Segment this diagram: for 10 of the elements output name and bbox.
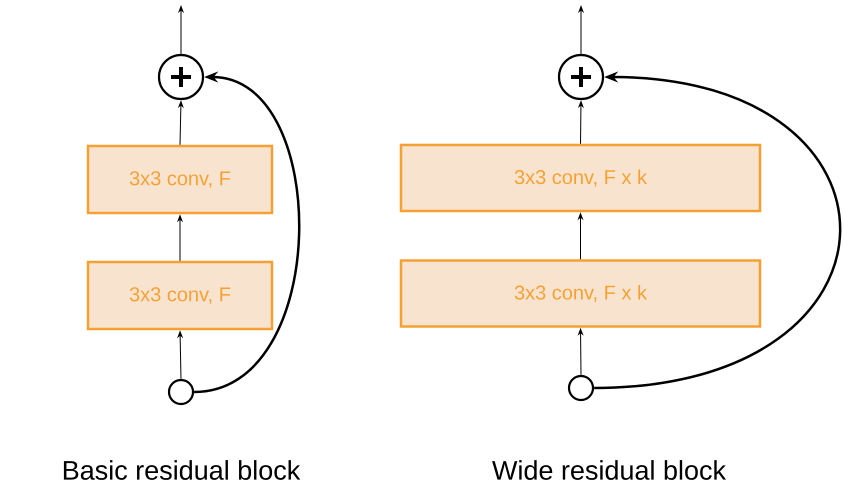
input-circle bbox=[568, 374, 594, 402]
conv-box: 3x3 conv, F bbox=[86, 260, 274, 330]
conv-box: 3x3 conv, F bbox=[86, 144, 274, 214]
conv-box: 3x3 conv, F x k bbox=[400, 259, 762, 328]
block-caption: Basic residual block bbox=[64, 460, 300, 480]
input-circle bbox=[168, 378, 194, 406]
block-caption: Wide residual block bbox=[492, 460, 726, 480]
sum-circle bbox=[558, 54, 604, 100]
conv-box: 3x3 conv, F x k bbox=[400, 144, 762, 212]
sum-circle bbox=[158, 54, 204, 100]
